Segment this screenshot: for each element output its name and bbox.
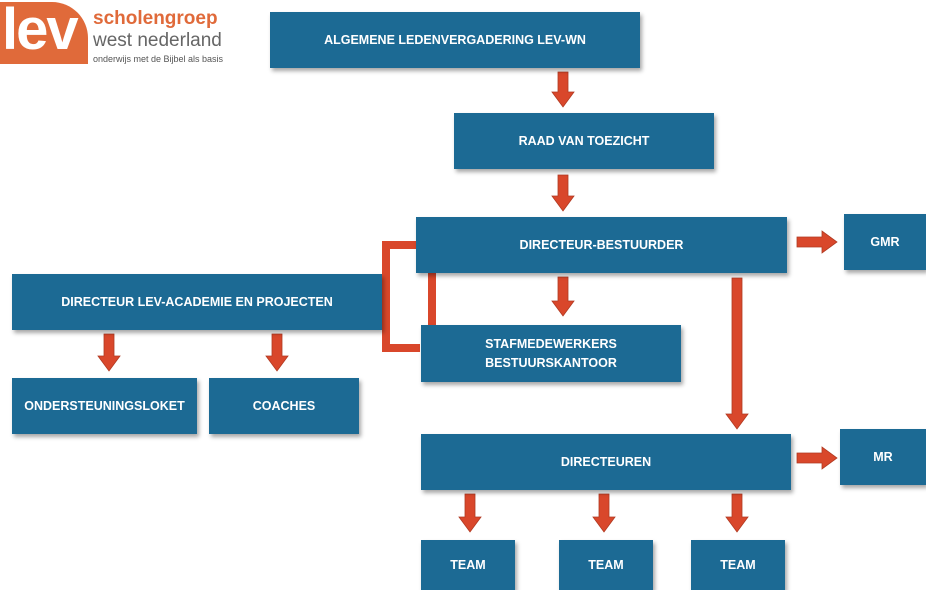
node-label: COACHES — [252, 398, 316, 413]
node-ondersteuningsloket: ONDERSTEUNINGSLOKET — [12, 378, 197, 434]
node-stafmedewerkers: STAFMEDEWERKERS BESTUURSKANTOOR — [421, 325, 681, 382]
node-label: DIRECTEUR-BESTUURDER — [519, 237, 684, 252]
lev-logo-mark: lev — [0, 2, 88, 64]
node-label: ONDERSTEUNINGSLOKET — [24, 398, 185, 413]
arrow-directeur-bestuurder-to-gmr — [796, 230, 838, 254]
arrow-directeuren-to-team-1 — [458, 493, 482, 533]
arrow-rvt-to-directeur-bestuurder — [551, 174, 575, 212]
node-algemene-ledenvergadering: ALGEMENE LEDENVERGADERING LEV-WN — [270, 12, 640, 68]
node-label: DIRECTEUR LEV-ACADEMIE EN PROJECTEN — [61, 294, 333, 309]
node-directeur-bestuurder: DIRECTEUR-BESTUURDER — [416, 217, 787, 273]
node-label: GMR — [870, 234, 900, 249]
arrow-directeur-bestuurder-to-staf — [551, 276, 575, 317]
arrow-academie-to-ondersteuningsloket — [97, 333, 121, 372]
logo-scholengroep: scholengroep — [93, 8, 218, 29]
node-label: TEAM — [450, 557, 486, 572]
arrow-directeuren-to-mr — [796, 446, 838, 470]
bracket-connector — [382, 241, 420, 352]
lev-logo: lev scholengroep west nederland onderwij… — [0, 0, 245, 72]
logo-tagline: onderwijs met de Bijbel als basis — [93, 54, 224, 64]
node-mr: MR — [840, 429, 926, 485]
node-directeuren: DIRECTEUREN — [421, 434, 791, 490]
arrow-directeur-bestuurder-to-directeuren — [725, 277, 749, 430]
lev-logo-mark-text: lev — [2, 2, 79, 62]
node-team-1: TEAM — [421, 540, 515, 590]
node-team-3: TEAM — [691, 540, 785, 590]
node-label: RAAD VAN TOEZICHT — [518, 133, 650, 148]
node-directeur-lev-academie: DIRECTEUR LEV-ACADEMIE EN PROJECTEN — [12, 274, 382, 330]
arrow-directeuren-to-team-3 — [725, 493, 749, 533]
node-team-2: TEAM — [559, 540, 653, 590]
node-raad-van-toezicht: RAAD VAN TOEZICHT — [454, 113, 714, 169]
node-label: TEAM — [588, 557, 624, 572]
arrow-directeuren-to-team-2 — [592, 493, 616, 533]
node-label: TEAM — [720, 557, 756, 572]
node-label: STAFMEDEWERKERS BESTUURSKANTOOR — [485, 337, 617, 370]
node-label: DIRECTEUREN — [560, 454, 652, 469]
logo-west-nederland: west nederland — [93, 30, 222, 51]
node-coaches: COACHES — [209, 378, 359, 434]
node-label: MR — [873, 449, 893, 464]
arrow-academie-to-coaches — [265, 333, 289, 372]
node-gmr: GMR — [844, 214, 926, 270]
arrow-alv-to-rvt — [551, 71, 575, 108]
node-label: ALGEMENE LEDENVERGADERING LEV-WN — [324, 32, 586, 47]
